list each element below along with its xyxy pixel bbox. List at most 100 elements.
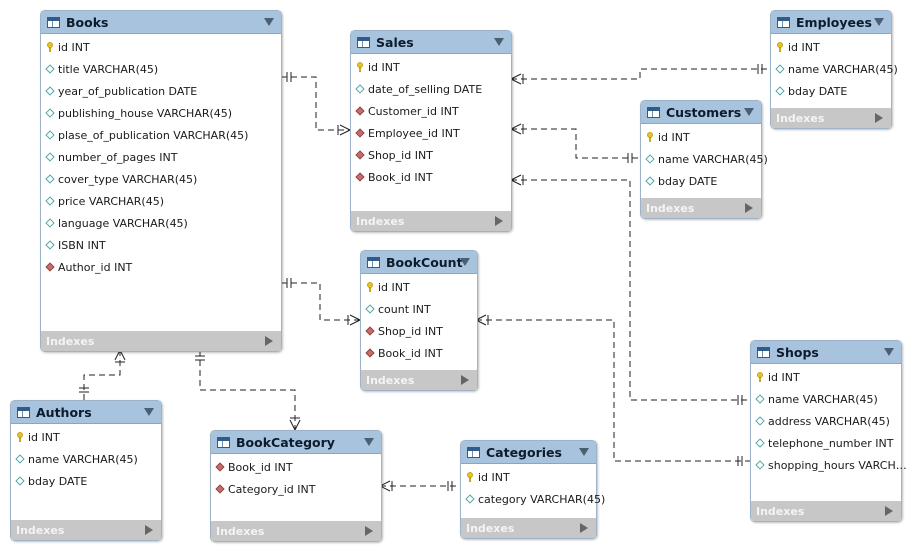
- column-row[interactable]: Shop_id INT: [351, 144, 511, 166]
- collapse-arrow-icon[interactable]: [460, 258, 470, 266]
- indexes-footer[interactable]: Indexes: [361, 370, 477, 390]
- column-label: Author_id INT: [58, 260, 133, 274]
- indexes-footer[interactable]: Indexes: [11, 520, 161, 540]
- indexes-footer[interactable]: Indexes: [751, 501, 901, 521]
- column-row[interactable]: bday DATE: [771, 80, 891, 102]
- expand-arrow-icon[interactable]: [265, 336, 273, 346]
- column-label: id INT: [788, 40, 820, 54]
- indexes-label: Indexes: [776, 111, 825, 125]
- column-row[interactable]: number_of_pages INT: [41, 146, 281, 168]
- column-row[interactable]: publishing_house VARCHAR(45): [41, 102, 281, 124]
- column-row[interactable]: Book_id INT: [361, 342, 477, 364]
- column-row[interactable]: id INT: [351, 56, 511, 78]
- collapse-arrow-icon[interactable]: [364, 438, 374, 446]
- expand-arrow-icon[interactable]: [580, 523, 588, 533]
- attribute-icon: [775, 64, 785, 74]
- column-row[interactable]: cover_type VARCHAR(45): [41, 168, 281, 190]
- column-row[interactable]: ISBN INT: [41, 234, 281, 256]
- column-row[interactable]: id INT: [461, 466, 596, 488]
- many-marker: [510, 123, 524, 135]
- indexes-footer[interactable]: Indexes: [771, 108, 891, 128]
- column-row[interactable]: Category_id INT: [211, 478, 381, 500]
- column-row[interactable]: plase_of_publication VARCHAR(45): [41, 124, 281, 146]
- column-row[interactable]: shopping_hours VARCH…: [751, 454, 907, 476]
- column-row[interactable]: date_of_selling DATE: [351, 78, 511, 100]
- column-row[interactable]: Employee_id INT: [351, 122, 511, 144]
- table-header[interactable]: Authors: [11, 401, 161, 424]
- column-row[interactable]: name VARCHAR(45): [771, 58, 898, 80]
- column-label: date_of_selling DATE: [368, 82, 483, 96]
- indexes-footer[interactable]: Indexes: [351, 211, 511, 231]
- indexes-footer[interactable]: Indexes: [211, 521, 381, 541]
- column-row[interactable]: bday DATE: [11, 470, 161, 492]
- column-row[interactable]: id INT: [11, 426, 161, 448]
- table-header[interactable]: Books: [41, 11, 281, 34]
- column-row[interactable]: name VARCHAR(45): [751, 388, 901, 410]
- column-row[interactable]: price VARCHAR(45): [41, 190, 281, 212]
- column-row[interactable]: id INT: [751, 366, 901, 388]
- column-label: bday DATE: [658, 174, 718, 188]
- column-row[interactable]: name VARCHAR(45): [11, 448, 161, 470]
- column-row[interactable]: name VARCHAR(45): [641, 148, 768, 170]
- table-name: Customers: [666, 104, 742, 120]
- expand-arrow-icon[interactable]: [145, 525, 153, 535]
- column-row[interactable]: Shop_id INT: [361, 320, 477, 342]
- collapse-arrow-icon[interactable]: [264, 18, 274, 26]
- expand-arrow-icon[interactable]: [365, 526, 373, 536]
- table-name: Employees: [796, 14, 872, 30]
- column-row[interactable]: Book_id INT: [211, 456, 381, 478]
- column-row[interactable]: language VARCHAR(45): [41, 212, 281, 234]
- indexes-footer[interactable]: Indexes: [461, 518, 596, 538]
- column-row[interactable]: count INT: [361, 298, 477, 320]
- column-row[interactable]: id INT: [361, 276, 477, 298]
- key-icon: [775, 42, 785, 52]
- column-row[interactable]: Customer_id INT: [351, 100, 511, 122]
- column-row[interactable]: Author_id INT: [41, 256, 281, 278]
- column-row[interactable]: category VARCHAR(45): [461, 488, 605, 510]
- column-row[interactable]: id INT: [771, 36, 891, 58]
- collapse-arrow-icon[interactable]: [744, 108, 754, 116]
- table-header[interactable]: Employees: [771, 11, 891, 34]
- column-label: publishing_house VARCHAR(45): [58, 106, 233, 120]
- table-employees[interactable]: Employees id INT name VARCHAR(45)bday DATE…: [770, 10, 898, 129]
- table-header[interactable]: Shops: [751, 341, 901, 364]
- table-header[interactable]: Sales: [351, 31, 511, 54]
- expand-arrow-icon[interactable]: [875, 113, 883, 123]
- column-row[interactable]: year_of_publication DATE: [41, 80, 281, 102]
- table-header[interactable]: BookCategory: [211, 431, 381, 454]
- indexes-label: Indexes: [216, 524, 265, 538]
- table-header[interactable]: BookCount: [361, 251, 477, 274]
- column-row[interactable]: id INT: [41, 36, 281, 58]
- collapse-arrow-icon[interactable]: [494, 38, 504, 46]
- indexes-footer[interactable]: Indexes: [41, 331, 281, 351]
- column-row[interactable]: Book_id INT: [351, 166, 511, 188]
- table-header[interactable]: Customers: [641, 101, 761, 124]
- collapse-arrow-icon[interactable]: [579, 448, 589, 456]
- indexes-label: Indexes: [466, 521, 515, 535]
- collapse-arrow-icon[interactable]: [874, 18, 884, 26]
- indexes-footer[interactable]: Indexes: [641, 198, 761, 218]
- expand-arrow-icon[interactable]: [461, 375, 469, 385]
- expand-arrow-icon[interactable]: [885, 506, 893, 516]
- column-row[interactable]: id INT: [641, 126, 761, 148]
- column-row[interactable]: bday DATE: [641, 170, 761, 192]
- relationship-sales-customers: [511, 128, 640, 159]
- column-row[interactable]: title VARCHAR(45): [41, 58, 281, 80]
- table-header[interactable]: Categories: [461, 441, 596, 464]
- collapse-arrow-icon[interactable]: [884, 348, 894, 356]
- expand-arrow-icon[interactable]: [495, 216, 503, 226]
- expand-arrow-icon[interactable]: [745, 203, 753, 213]
- column-row[interactable]: telephone_number INT: [751, 432, 901, 454]
- column-row[interactable]: address VARCHAR(45): [751, 410, 901, 432]
- collapse-arrow-icon[interactable]: [144, 408, 154, 416]
